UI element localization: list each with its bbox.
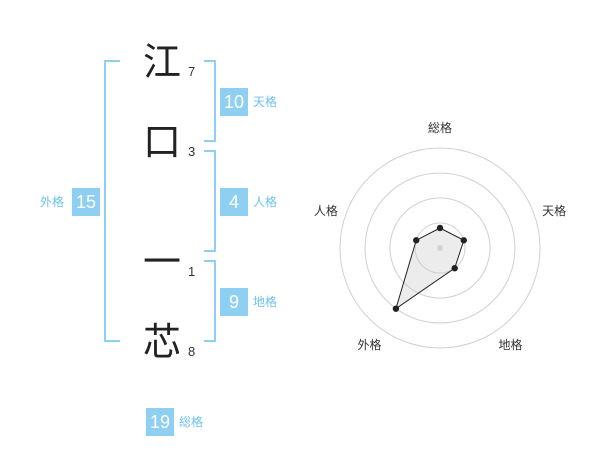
soukaku-label: 総格: [179, 415, 204, 429]
radar-ring-2: [389, 197, 491, 299]
stroke-count-4: 8: [188, 344, 196, 359]
stroke-count-1: 7: [188, 64, 196, 79]
name-char-3: 一: [142, 240, 181, 284]
jinkaku-value: 4: [220, 188, 248, 216]
name-char-1: 江: [142, 40, 181, 84]
radar-ring-4: [339, 147, 541, 349]
radar-point-天格: [460, 237, 467, 244]
stroke-count-2: 3: [188, 144, 196, 159]
gaikaku-label: 外格: [40, 195, 65, 209]
jinkaku-label: 人格: [253, 195, 278, 209]
radar-center: [437, 245, 443, 251]
gaikaku-value: 15: [72, 188, 100, 216]
radar-axis-label: 人格: [314, 203, 338, 218]
chikaku-label: 地格: [253, 295, 278, 309]
chikaku-value: 9: [220, 288, 248, 316]
radar-point-外格: [392, 305, 400, 312]
radar-axis-label: 地格: [499, 337, 523, 352]
jinkaku-bracket: [204, 150, 216, 252]
radar-ring-1: [414, 222, 466, 274]
soukaku-value: 19: [146, 408, 174, 436]
chikaku-bracket: [204, 260, 216, 342]
tenkaku-bracket: [204, 60, 216, 142]
radar-axis-label: 総格: [428, 120, 452, 135]
radar-point-総格: [436, 224, 444, 232]
name-char-4: 芯: [142, 320, 181, 364]
gaikaku-bracket: [104, 60, 120, 342]
tenkaku-value: 10: [220, 88, 248, 116]
radar-points: [392, 224, 467, 312]
name-char-2: 口: [142, 120, 181, 164]
radar-point-地格: [451, 265, 458, 272]
radar-point-人格: [413, 237, 420, 244]
radar-polygon: [395, 227, 465, 310]
tenkaku-label: 天格: [253, 95, 278, 109]
radar-axis-label: 外格: [357, 337, 381, 352]
radar-axis-label: 天格: [542, 203, 566, 218]
stroke-count-3: 1: [188, 264, 196, 279]
radar-rings: [339, 147, 541, 349]
radar-ring-3: [364, 172, 516, 324]
